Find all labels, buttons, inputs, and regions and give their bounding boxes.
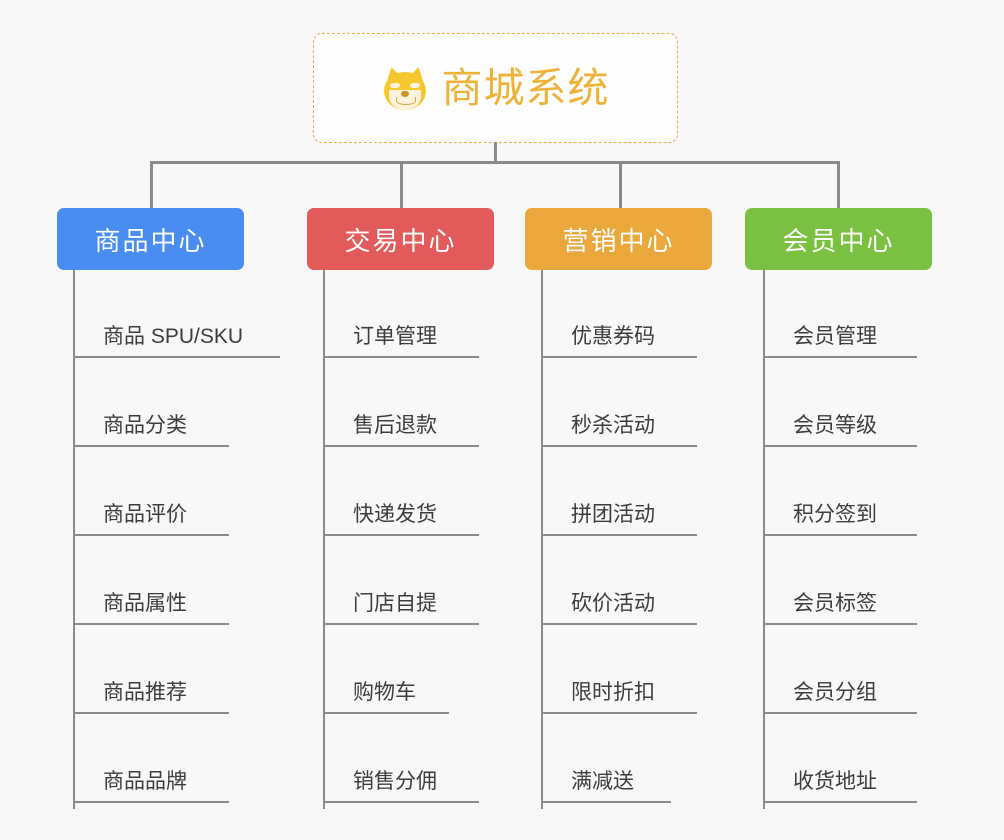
leaf-item[interactable]: 商品推荐 bbox=[73, 682, 229, 714]
category-box-2[interactable]: 交易中心 bbox=[307, 208, 494, 270]
leaf-item[interactable]: 会员管理 bbox=[763, 326, 917, 358]
column-spine-2 bbox=[323, 270, 325, 809]
connector-crossbar bbox=[150, 161, 837, 164]
leaf-item[interactable]: 砍价活动 bbox=[541, 593, 697, 625]
column-spine-3 bbox=[541, 270, 543, 809]
leaf-item[interactable]: 满减送 bbox=[541, 771, 671, 803]
leaf-item[interactable]: 拼团活动 bbox=[541, 504, 697, 536]
leaf-item[interactable]: 优惠券码 bbox=[541, 326, 697, 358]
category-box-1[interactable]: 商品中心 bbox=[57, 208, 244, 270]
column-spine-4 bbox=[763, 270, 765, 809]
category-box-3[interactable]: 营销中心 bbox=[525, 208, 712, 270]
leaf-item[interactable]: 销售分佣 bbox=[323, 771, 479, 803]
leaf-item[interactable]: 订单管理 bbox=[323, 326, 479, 358]
leaf-item[interactable]: 商品品牌 bbox=[73, 771, 229, 803]
leaf-item[interactable]: 会员等级 bbox=[763, 415, 917, 447]
connector-drop-1 bbox=[150, 161, 153, 208]
connector-drop-4 bbox=[837, 161, 840, 208]
leaf-item[interactable]: 秒杀活动 bbox=[541, 415, 697, 447]
leaf-item[interactable]: 会员分组 bbox=[763, 682, 917, 714]
shiba-dog-face-icon bbox=[382, 65, 428, 112]
leaf-item[interactable]: 购物车 bbox=[323, 682, 449, 714]
connector-trunk bbox=[494, 142, 497, 164]
leaf-item[interactable]: 会员标签 bbox=[763, 593, 917, 625]
connector-drop-3 bbox=[619, 161, 622, 208]
leaf-item[interactable]: 商品分类 bbox=[73, 415, 229, 447]
column-spine-1 bbox=[73, 270, 75, 809]
leaf-item[interactable]: 门店自提 bbox=[323, 593, 479, 625]
leaf-item[interactable]: 商品属性 bbox=[73, 593, 229, 625]
leaf-item[interactable]: 积分签到 bbox=[763, 504, 917, 536]
leaf-item[interactable]: 商品评价 bbox=[73, 504, 229, 536]
leaf-item[interactable]: 快递发货 bbox=[323, 504, 479, 536]
root-title: 商城系统 bbox=[441, 64, 610, 111]
leaf-item[interactable]: 售后退款 bbox=[323, 415, 479, 447]
leaf-item[interactable]: 限时折扣 bbox=[541, 682, 697, 714]
connector-drop-2 bbox=[400, 161, 403, 208]
leaf-item[interactable]: 收货地址 bbox=[763, 771, 917, 803]
leaf-item[interactable]: 商品 SPU/SKU bbox=[73, 326, 280, 358]
root-node[interactable]: 商城系统 bbox=[313, 33, 678, 143]
category-box-4[interactable]: 会员中心 bbox=[745, 208, 932, 270]
